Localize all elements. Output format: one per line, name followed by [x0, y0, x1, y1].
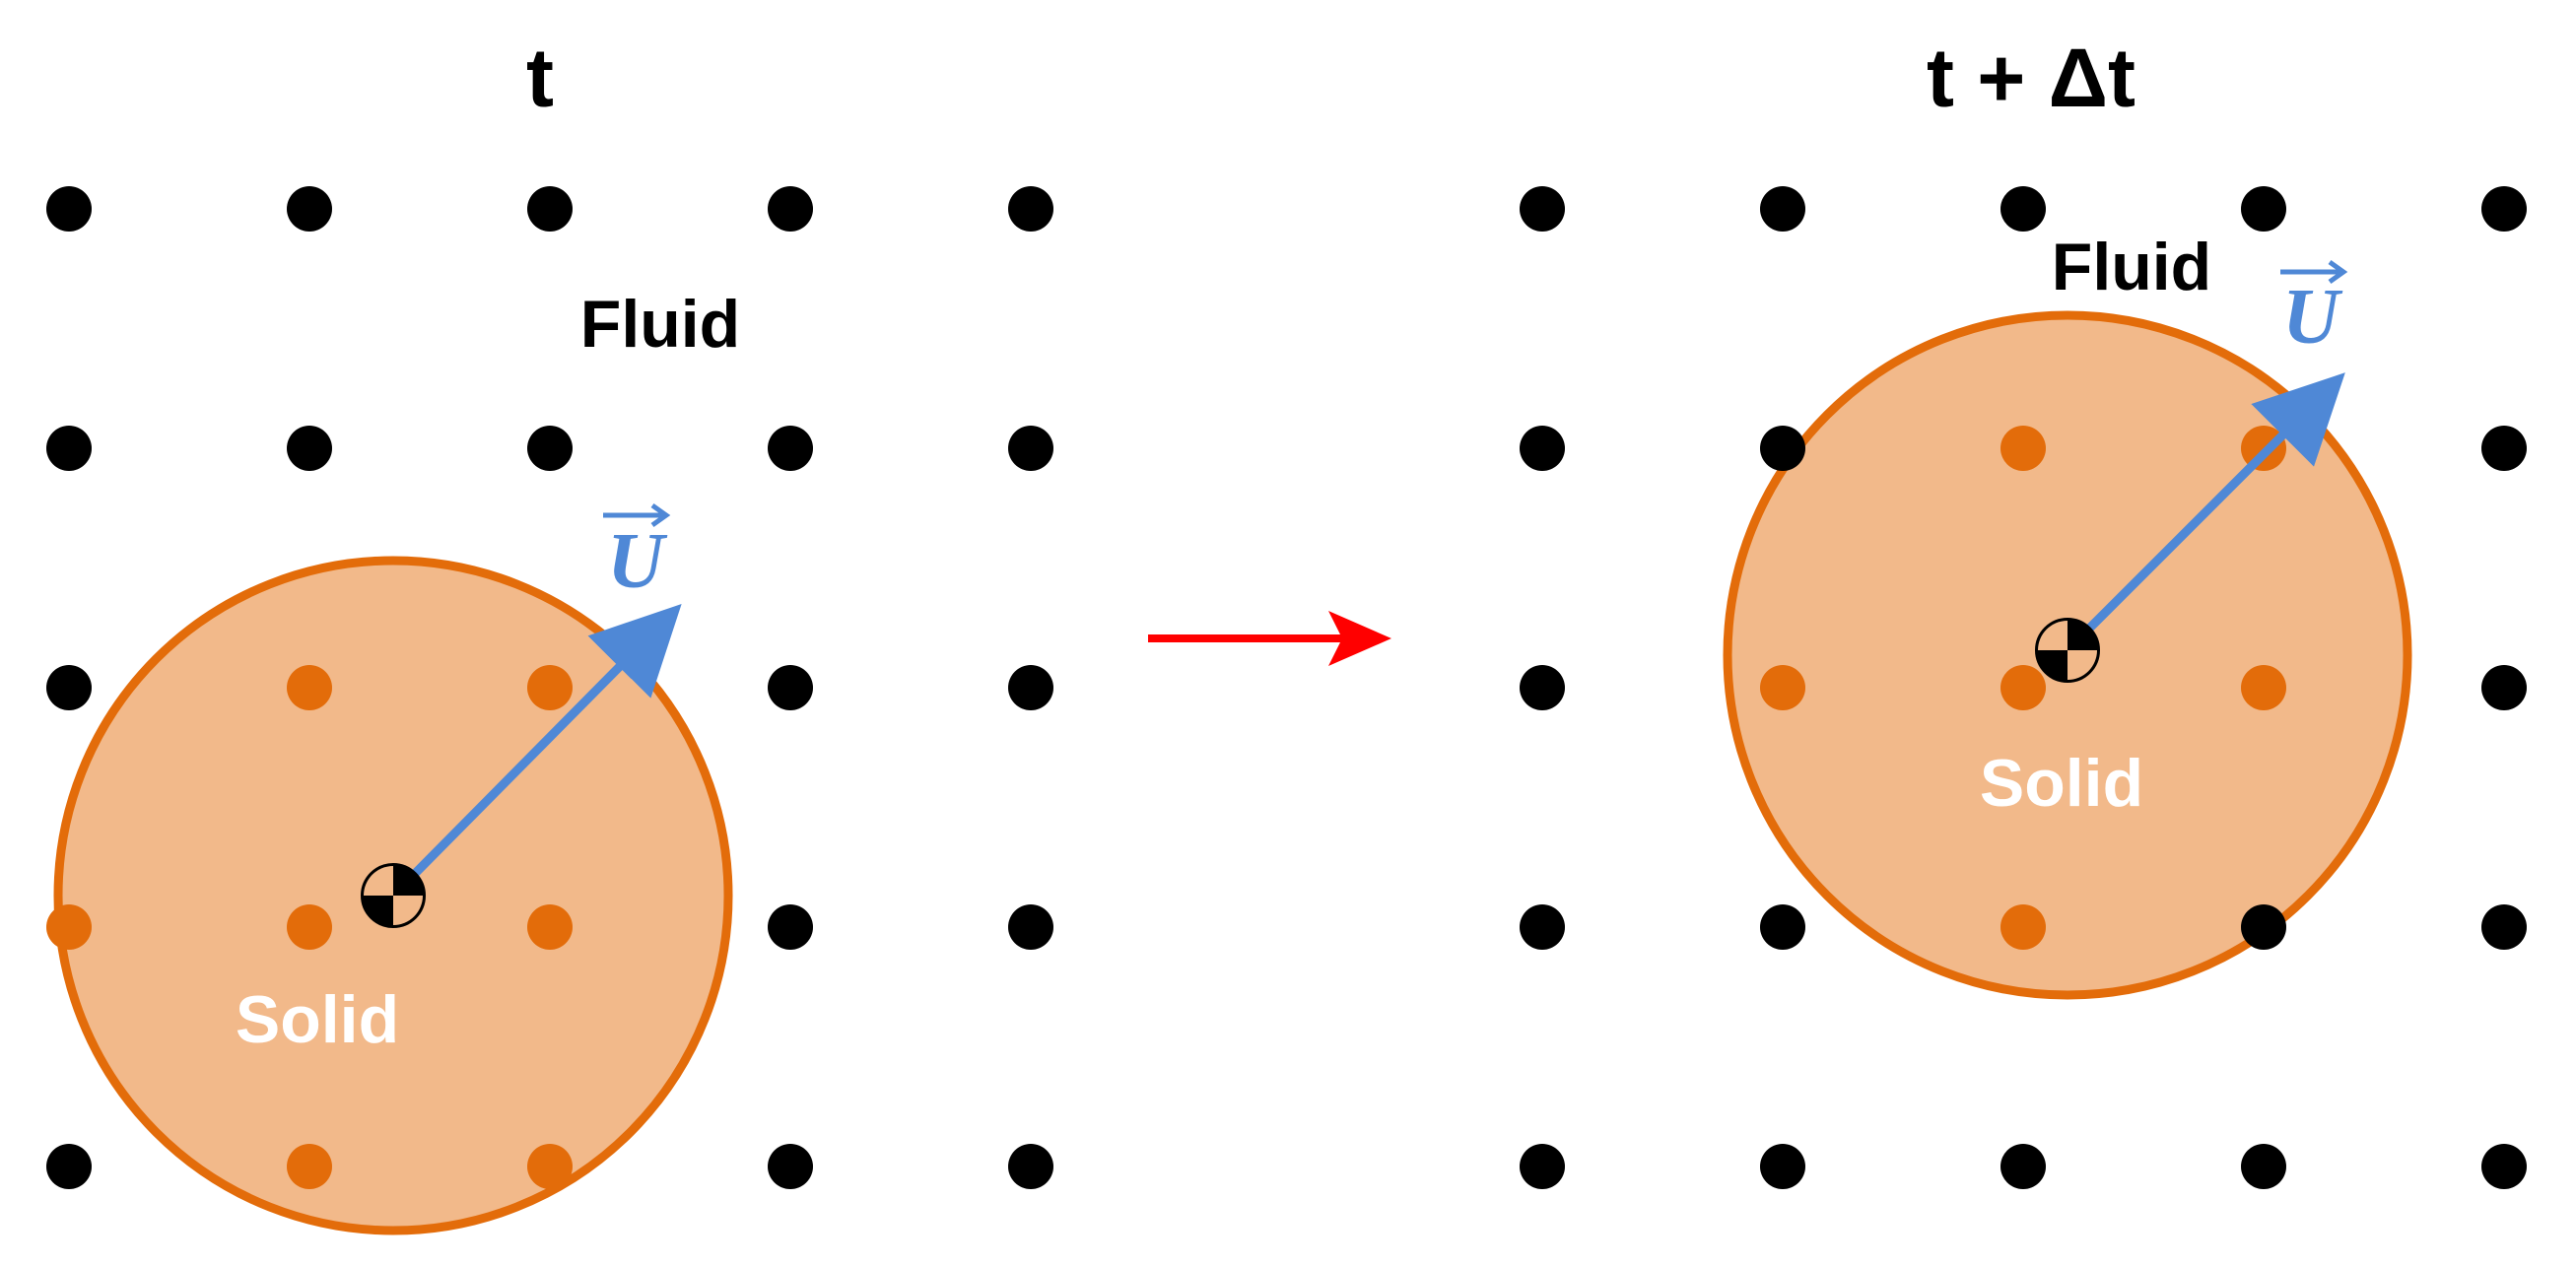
fluid-lattice-node — [1008, 904, 1053, 950]
solid-lattice-node — [2000, 426, 2046, 471]
fluid-lattice-node — [46, 186, 92, 232]
panel-before: t Fluid Solid U — [46, 32, 1053, 1235]
fluid-lattice-node — [1520, 665, 1565, 710]
solid-lattice-node — [527, 904, 573, 950]
fluid-lattice-node — [768, 186, 813, 232]
fluid-lattice-node — [1760, 904, 1805, 950]
fluid-lattice-node — [768, 426, 813, 471]
panel-title: t — [526, 32, 554, 124]
fluid-lattice-node — [527, 426, 573, 471]
fluid-lattice-node — [46, 426, 92, 471]
fluid-lattice-node — [768, 665, 813, 710]
fluid-lattice-node — [1760, 426, 1805, 471]
fluid-lattice-node — [1520, 904, 1565, 950]
fluid-lattice-node — [2241, 1144, 2286, 1189]
fluid-lattice-node — [1520, 426, 1565, 471]
solid-lattice-node — [287, 665, 332, 710]
fluid-lattice-node — [768, 904, 813, 950]
fluid-lattice-node — [2000, 1144, 2046, 1189]
fluid-lattice-node — [1760, 1144, 1805, 1189]
solid-lattice-node — [1760, 665, 1805, 710]
time-step-arrow-icon — [1148, 611, 1391, 666]
solid-label: Solid — [236, 982, 399, 1057]
svg-text:U: U — [2282, 274, 2343, 361]
fluid-lattice-node — [1008, 186, 1053, 232]
fluid-lattice-node — [1520, 1144, 1565, 1189]
fluid-lattice-node — [2241, 904, 2286, 950]
fluid-label: Fluid — [2052, 230, 2211, 304]
fluid-lattice-node — [2000, 186, 2046, 232]
fluid-lattice-node — [2481, 186, 2527, 232]
fluid-lattice-node — [1760, 186, 1805, 232]
solid-lattice-node — [46, 904, 92, 950]
svg-text:U: U — [607, 518, 668, 605]
fluid-lattice-node — [2481, 665, 2527, 710]
fluid-lattice-node — [1008, 1144, 1053, 1189]
center-of-mass-icon — [2035, 618, 2100, 683]
fluid-lattice-node — [527, 186, 573, 232]
velocity-label: U — [2280, 259, 2348, 361]
velocity-label: U — [603, 502, 671, 605]
solid-lattice-node — [287, 904, 332, 950]
fluid-lattice-node — [1520, 186, 1565, 232]
velocity-arrow — [389, 603, 682, 900]
panel-after: t + Δt Fluid Solid U — [1520, 32, 2527, 1189]
velocity-arrow — [2064, 372, 2345, 654]
panel-title: t + Δt — [1927, 32, 2135, 124]
solid-lattice-node — [287, 1144, 332, 1189]
fluid-label: Fluid — [580, 287, 740, 362]
fluid-lattice-node — [46, 665, 92, 710]
solid-label: Solid — [1980, 746, 2143, 821]
fluid-lattice-node — [768, 1144, 813, 1189]
solid-lattice-node — [2000, 665, 2046, 710]
center-of-mass-icon — [361, 863, 426, 928]
lattice-nodes — [46, 186, 1053, 1189]
fluid-lattice-node — [2481, 426, 2527, 471]
fluid-lattice-node — [2481, 904, 2527, 950]
fluid-lattice-node — [287, 186, 332, 232]
fluid-lattice-node — [2481, 1144, 2527, 1189]
solid-lattice-node — [527, 665, 573, 710]
solid-lattice-node — [2000, 904, 2046, 950]
fluid-lattice-node — [2241, 186, 2286, 232]
solid-lattice-node — [527, 1144, 573, 1189]
fluid-lattice-node — [1008, 426, 1053, 471]
solid-lattice-node — [2241, 665, 2286, 710]
fluid-lattice-node — [46, 1144, 92, 1189]
fluid-lattice-node — [1008, 665, 1053, 710]
fluid-lattice-node — [287, 426, 332, 471]
